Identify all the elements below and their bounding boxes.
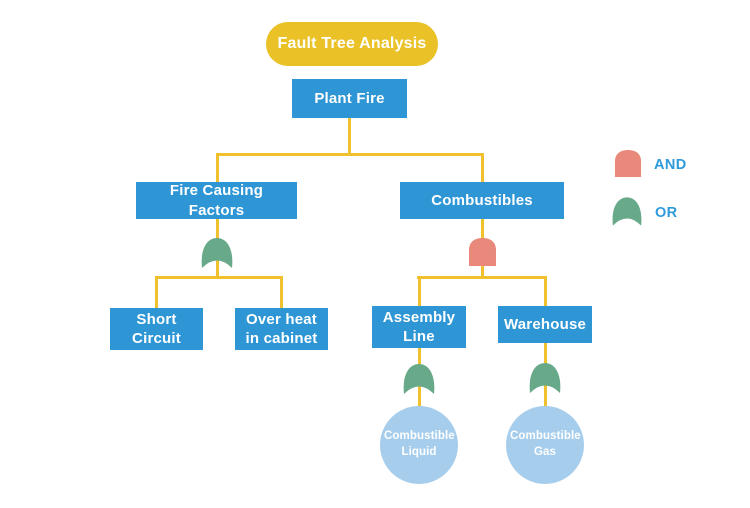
title-pill: Fault Tree Analysis <box>266 22 438 66</box>
or-gate-icon <box>403 364 435 394</box>
legend-or-label: OR <box>655 205 678 221</box>
node-short-circuit: Short Circuit <box>110 308 203 350</box>
node-label: Fire Causing Factors <box>169 182 264 219</box>
node-assembly-line: Assembly Line <box>372 306 466 348</box>
node-over-heat-in-cabinet: Over heat in cabinet <box>235 308 328 350</box>
event-combustible-liquid: Combustible Liquid <box>380 406 458 484</box>
node-label: Plant Fire <box>314 89 385 107</box>
legend-and-label: AND <box>654 157 687 173</box>
connector-line <box>215 154 219 183</box>
connector-line <box>155 275 283 279</box>
legend-or-icon <box>612 197 642 226</box>
event-combustible-gas: Combustible Gas <box>506 406 584 484</box>
legend-and-icon <box>614 149 642 178</box>
connector-line <box>417 275 547 279</box>
connector-line <box>215 152 484 156</box>
node-plant-fire: Plant Fire <box>292 79 407 118</box>
diagram-title: Fault Tree Analysis <box>277 35 427 52</box>
node-warehouse: Warehouse <box>498 306 592 343</box>
event-label: Combustible Liquid <box>384 430 455 458</box>
or-gate-icon <box>529 363 561 393</box>
connector-line <box>348 117 351 155</box>
and-gate-icon <box>468 238 496 266</box>
connector-line <box>480 154 484 183</box>
node-label: Combustibles <box>431 191 533 209</box>
connector-line <box>155 277 158 309</box>
node-label: Over heat in cabinet <box>245 310 318 347</box>
or-gate-icon <box>201 238 233 268</box>
node-label: Warehouse <box>503 315 587 333</box>
connector-line <box>417 277 421 307</box>
node-label: Assembly Line <box>382 308 456 345</box>
node-combustibles: Combustibles <box>400 182 564 219</box>
node-label: Short Circuit <box>132 310 181 347</box>
node-fire-causing-factors: Fire Causing Factors <box>136 182 297 219</box>
event-label: Combustible Gas <box>510 430 581 458</box>
connector-line <box>280 277 283 309</box>
connector-line <box>543 277 547 307</box>
